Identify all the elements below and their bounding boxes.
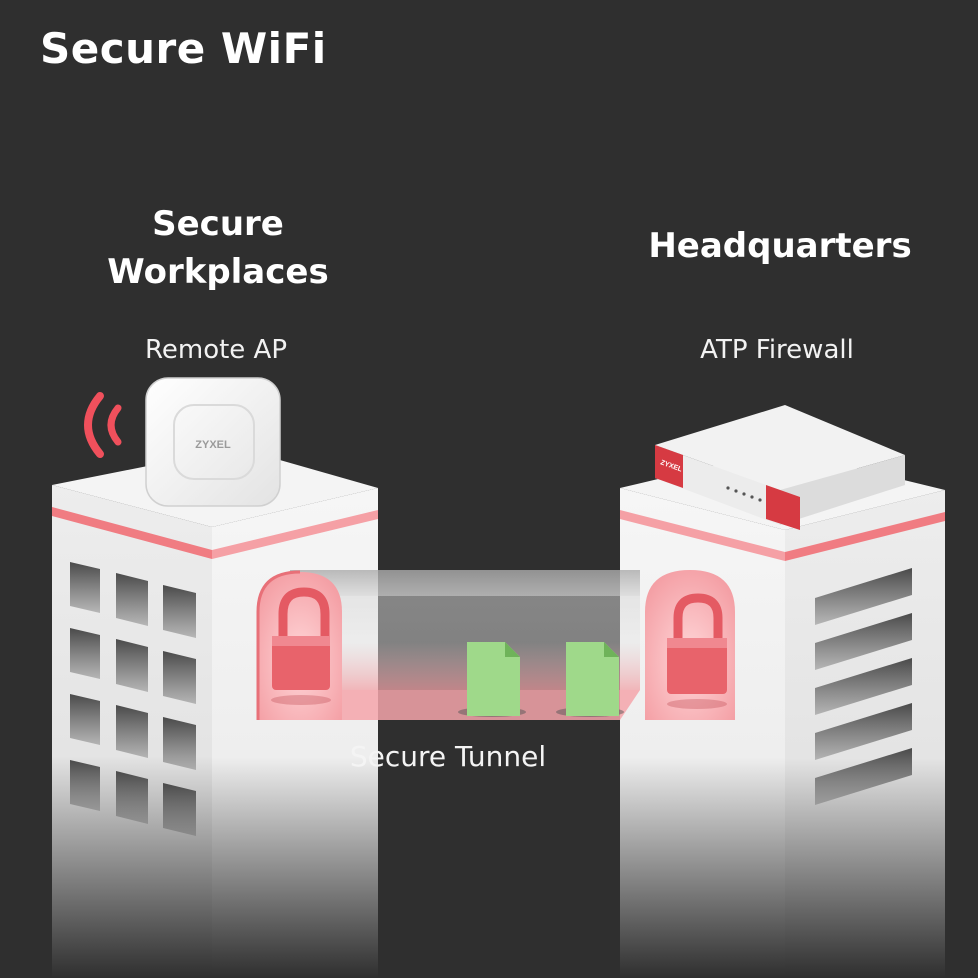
right-site-heading: Headquarters bbox=[648, 226, 912, 266]
remote-ap-device: ZYXEL bbox=[145, 377, 281, 507]
file-icon bbox=[458, 642, 526, 717]
left-site-heading-line2: Workplaces bbox=[107, 252, 329, 292]
remote-ap-label: Remote AP bbox=[144, 335, 288, 365]
atp-firewall-label: ATP Firewall bbox=[700, 335, 854, 365]
right-building-windows bbox=[815, 568, 912, 805]
padlock-icon bbox=[667, 593, 727, 709]
secure-tunnel bbox=[260, 570, 640, 720]
left-site-heading-line1: Secure bbox=[152, 204, 284, 244]
wifi-signal-icon bbox=[84, 392, 122, 458]
atp-firewall-device: ZYXEL bbox=[655, 405, 905, 530]
ap-brand-logo: ZYXEL bbox=[195, 439, 231, 451]
left-site-heading: Secure Workplaces bbox=[107, 200, 328, 296]
file-icon bbox=[556, 642, 624, 717]
padlock-icon bbox=[271, 587, 331, 705]
left-building-windows bbox=[70, 562, 196, 836]
secure-tunnel-label: Secure Tunnel bbox=[349, 740, 547, 773]
page-title: Secure WiFi bbox=[40, 24, 327, 73]
